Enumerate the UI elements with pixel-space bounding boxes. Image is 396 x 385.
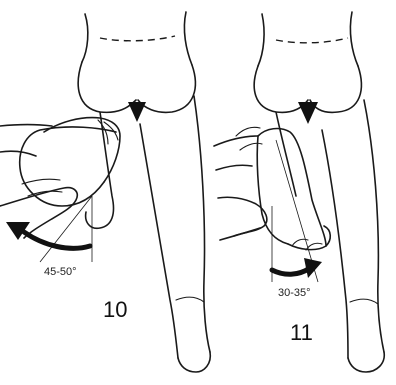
fig10-right-flank <box>184 12 192 65</box>
fig10-right-buttock <box>138 65 195 112</box>
fig10-gluteal-cleft <box>128 102 146 122</box>
fig11-left-flank <box>258 14 264 66</box>
fig11-bent-thigh <box>276 112 296 196</box>
fig11-knee-line <box>350 299 378 304</box>
fig10-left-buttock <box>78 62 136 112</box>
figure-11: 30-35° 11 <box>214 12 384 372</box>
fig11-gluteal-cleft <box>298 102 318 124</box>
fig10-knee-line <box>176 297 204 302</box>
fig10-examiner-arm-mid <box>0 151 36 156</box>
fig11-waist-line <box>276 38 348 43</box>
fig10-number: 10 <box>103 297 127 322</box>
fig10-angle-label: 45-50° <box>44 266 77 278</box>
fig10-heel <box>178 352 210 372</box>
fig10-examiner-arm-top <box>0 125 52 127</box>
fig11-examiner-arm-mid <box>216 165 252 170</box>
fig11-arrow-head <box>304 258 322 278</box>
fig11-right-flank <box>350 12 358 66</box>
figure-10: 45-50° 10 <box>0 12 210 372</box>
fig11-number: 11 <box>290 320 313 345</box>
fig11-heel <box>348 352 384 372</box>
fig10-leg-inner <box>140 124 178 358</box>
fig10-examiner-hand-lower <box>0 188 77 238</box>
fig11-leg-outer <box>364 100 384 352</box>
fig10-waist-line <box>100 36 175 41</box>
fig10-leg-outer <box>194 96 210 352</box>
fig10-left-flank <box>82 14 88 62</box>
fig11-right-buttock <box>310 66 361 112</box>
fig11-examiner-arm-low <box>220 228 260 240</box>
clockwise-arrow <box>272 268 310 274</box>
fig11-examiner-hand-lower <box>218 197 267 236</box>
fig11-angle-label: 30-35° <box>278 287 311 299</box>
